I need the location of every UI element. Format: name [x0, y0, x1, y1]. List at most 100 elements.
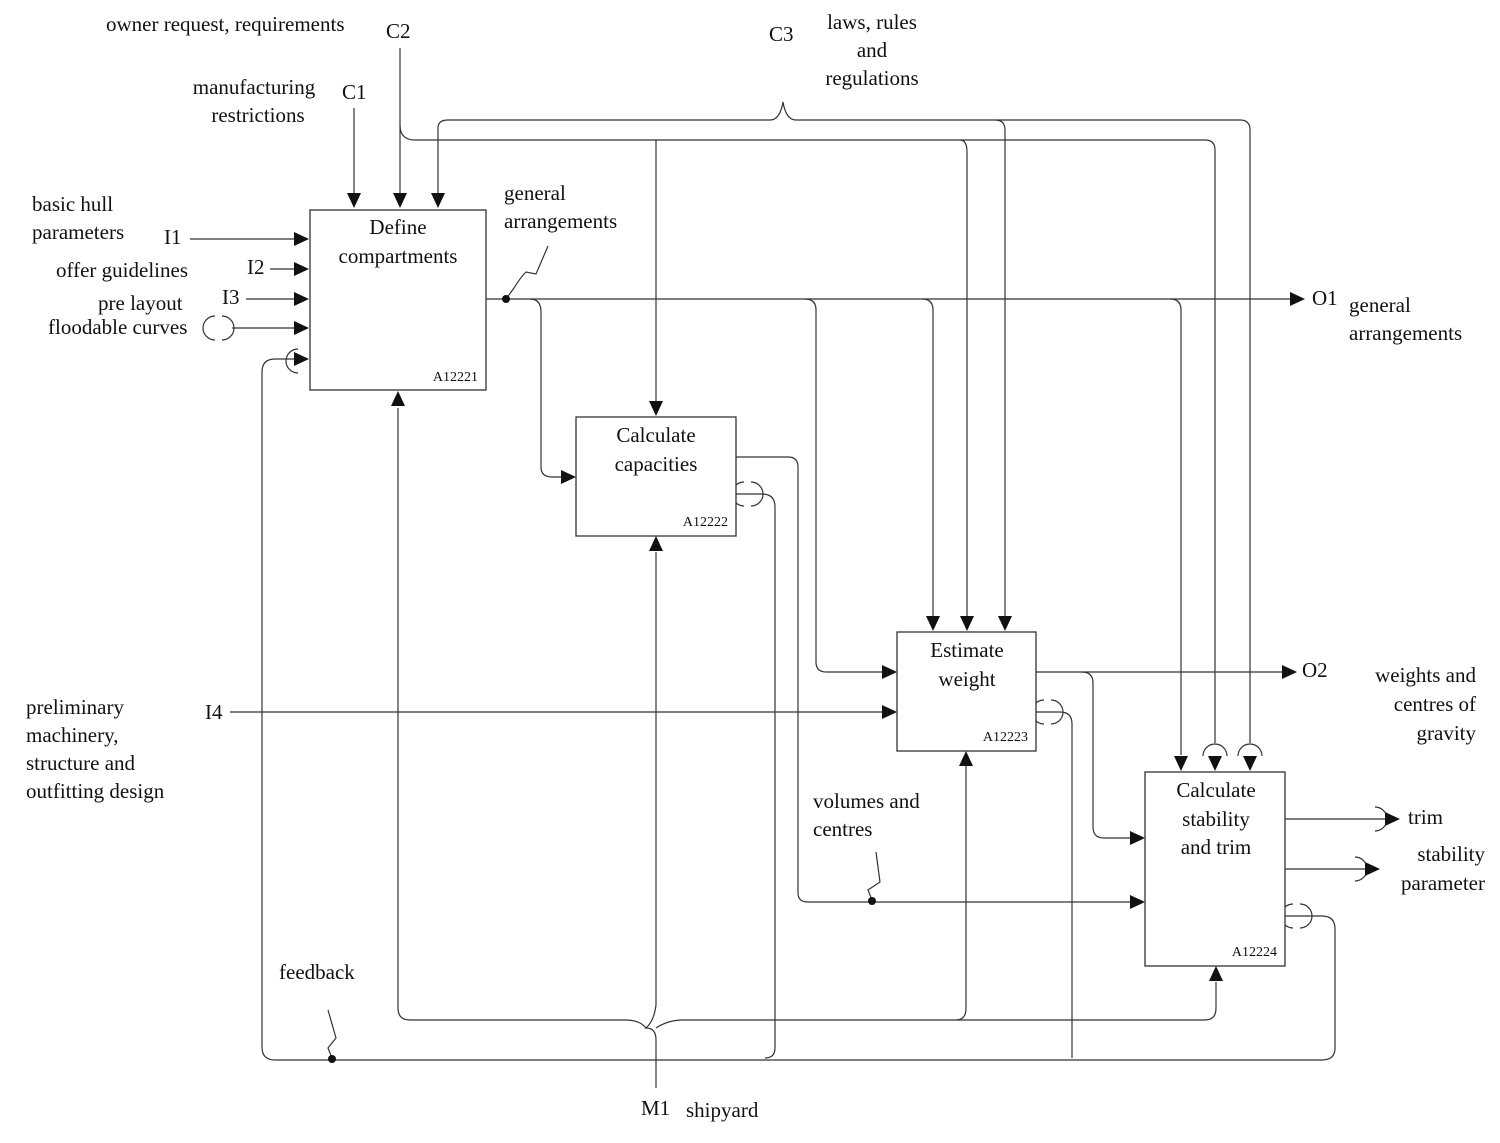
m1-bracket-right [655, 982, 1217, 1029]
arrow-c3 [431, 193, 445, 208]
arrow-m1-a2 [649, 536, 663, 551]
trim-label: trim [1408, 805, 1443, 829]
volumes-annotation: volumes and [813, 789, 920, 813]
a4-top-tunnel-1 [1202, 743, 1228, 757]
c2-label: owner request, requirements [106, 12, 345, 36]
c1-label: restrictions [211, 103, 304, 127]
activity-calculate-stability: Calculate stability and trim A12224 [1144, 771, 1286, 967]
activity-box [896, 631, 1037, 752]
i4-label: outfitting design [26, 779, 165, 803]
i1-label: parameters [32, 220, 124, 244]
ga-annotation: general [504, 181, 566, 205]
arrow-a4-left-2 [1130, 895, 1145, 909]
floodable-tunnel-r [221, 315, 235, 341]
arrow-o1 [1290, 292, 1305, 306]
m1-line [644, 552, 657, 1088]
ga-to-a4 [1169, 298, 1182, 755]
activity-calculate-capacities: Calculate capacities A12222 [575, 416, 737, 537]
activity-box [1144, 771, 1286, 967]
activity-code: A12221 [433, 370, 478, 385]
ga-to-a3 [804, 298, 882, 673]
arrow-a2-left [561, 470, 576, 484]
feedback-line [261, 358, 1322, 1061]
a4-top-tunnel-2 [1237, 743, 1263, 757]
arrow-a3-top-2 [960, 616, 974, 631]
i4-label: structure and [26, 751, 136, 775]
ga-to-a2 [529, 298, 562, 478]
m1-code: M1 [641, 1096, 670, 1120]
activity-box [575, 416, 737, 537]
arrow-m1-a1 [391, 391, 405, 406]
activity-box [309, 209, 487, 391]
floodable-label: floodable curves [48, 315, 187, 339]
a4-feedback [1285, 915, 1336, 1061]
c2-to-a3 [959, 139, 968, 617]
ga-annotation: arrangements [504, 209, 617, 233]
activity-title-line: capacities [615, 452, 698, 476]
volumes-squiggle [867, 851, 881, 901]
feedback-annotation: feedback [279, 960, 355, 984]
ga-to-a3-top [921, 298, 934, 617]
a2-tunnel-r [750, 481, 764, 507]
arrow-a2-top [649, 401, 663, 416]
arrow-a3-left-2 [882, 705, 897, 719]
c3-label: and [857, 38, 888, 62]
c1-label: manufacturing [193, 75, 316, 99]
feedback-squiggle [327, 1009, 337, 1059]
arrow-a4-left-1 [1130, 831, 1145, 845]
arrow-a4-top-1 [1174, 756, 1188, 771]
activity-title-line: and trim [1181, 835, 1252, 859]
arrow-m1-a3 [959, 751, 973, 766]
activity-title-line: stability [1182, 807, 1250, 831]
a3-feedback [1036, 711, 1073, 1058]
arrow-floodable [294, 321, 309, 335]
activity-code: A12223 [983, 730, 1028, 745]
a3-tunnel-r [1050, 699, 1064, 725]
a2-feedback [736, 493, 776, 1059]
o2-label: gravity [1417, 721, 1477, 745]
arrow-a4-top-2 [1208, 756, 1222, 771]
arrow-a3-top-3 [998, 616, 1012, 631]
floodable-tunnel [202, 315, 216, 341]
connectors [190, 48, 1388, 1088]
c1-code: C1 [342, 80, 367, 104]
a2-out-volumes [736, 456, 1130, 903]
volumes-annotation: centres [813, 817, 872, 841]
activity-code: A12224 [1232, 945, 1277, 960]
stability-label: stability [1417, 842, 1485, 866]
i2-label: offer guidelines [56, 258, 188, 282]
i2-code: I2 [247, 255, 265, 279]
ga-dot [502, 295, 510, 303]
activity-code: A12222 [683, 515, 728, 530]
activity-title-line: Calculate [616, 423, 695, 447]
arrowheads [294, 193, 1400, 981]
m1-label: shipyard [686, 1098, 759, 1122]
arrow-c2 [393, 193, 407, 208]
activity-title-line: Calculate [1176, 778, 1255, 802]
i3-code: I3 [222, 285, 240, 309]
o2-code: O2 [1302, 658, 1328, 682]
activity-title-line: weight [938, 667, 995, 691]
o1-label: general [1349, 293, 1411, 317]
arrow-a3-top-1 [926, 616, 940, 631]
c3-bracket [437, 101, 1251, 743]
o1-label: arrangements [1349, 321, 1462, 345]
c2-code: C2 [386, 19, 411, 43]
arrow-o2 [1282, 665, 1297, 679]
arrow-i1 [294, 232, 309, 246]
m1-to-a3 [955, 766, 967, 1021]
o2-label: centres of [1394, 692, 1476, 716]
m1-bracket-left [397, 408, 647, 1029]
activity-title-line: compartments [339, 244, 458, 268]
activity-define-compartments: Define compartments A12221 [309, 209, 487, 391]
activity-estimate-weight: Estimate weight A12223 [896, 631, 1037, 752]
i3-label: pre layout [98, 291, 183, 315]
i4-label: machinery, [26, 723, 119, 747]
feedback-tunnel [285, 348, 299, 374]
a3-to-a4 [1081, 671, 1130, 839]
c3-to-a3 [994, 119, 1006, 617]
stability-label: parameter [1401, 871, 1485, 895]
c3-label: laws, rules [827, 10, 917, 34]
i4-code: I4 [205, 700, 223, 724]
